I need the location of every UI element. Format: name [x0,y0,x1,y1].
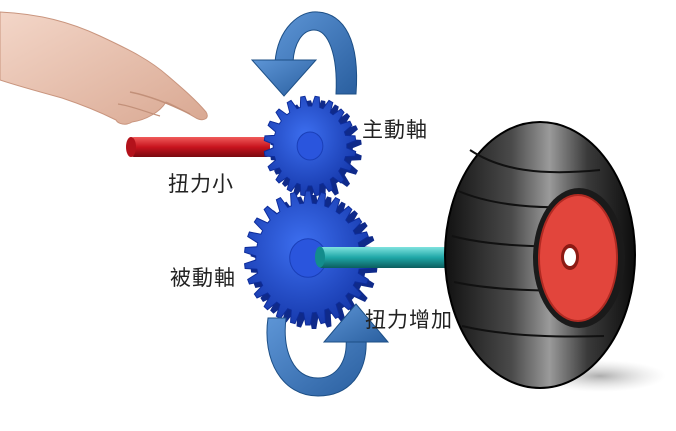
drive-gear [263,95,362,200]
input-shaft [126,137,270,157]
input-torque-label: 扭力小 [168,172,234,196]
wheel-icon [444,121,666,392]
drive-shaft-label: 主動軸 [362,118,428,142]
output-torque-label: 扭力增加 [365,308,453,332]
output-shaft [315,246,468,268]
driven-gear [244,190,378,329]
driven-shaft-label: 被動軸 [170,266,236,290]
hand-icon [0,11,208,125]
rotation-arrow-counterclockwise-icon [250,11,358,97]
rotation-arrow-clockwise-icon [266,303,390,397]
